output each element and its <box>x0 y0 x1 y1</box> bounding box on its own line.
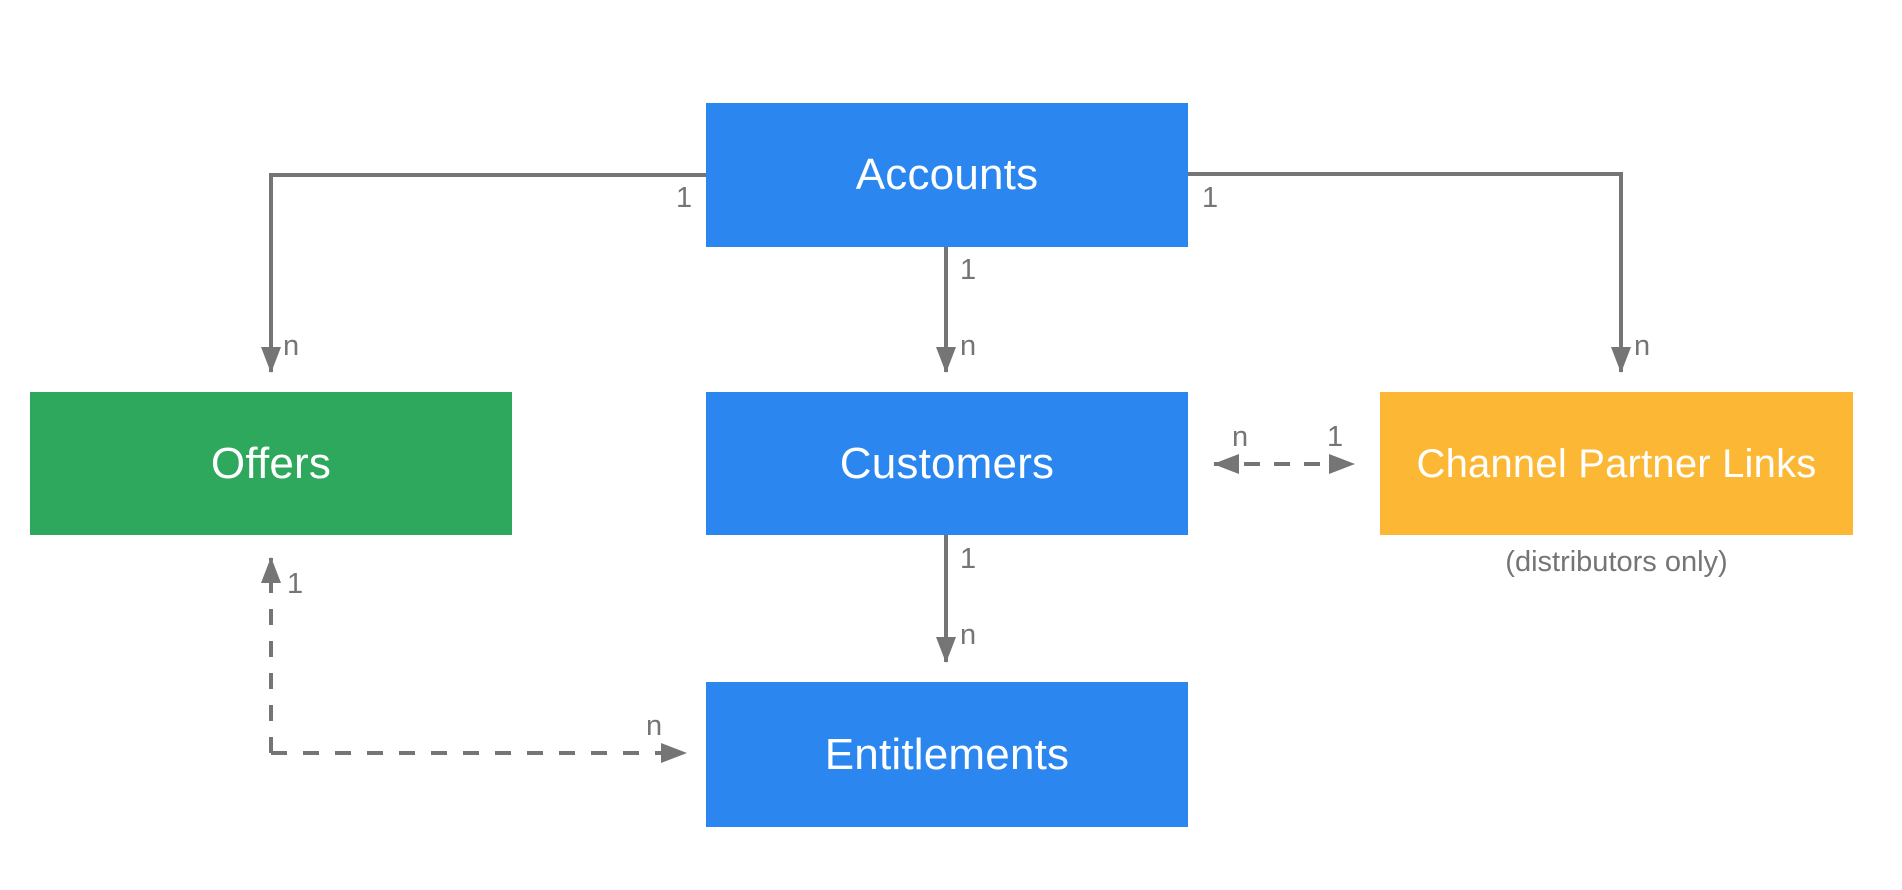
edge-accounts-offers <box>261 173 706 373</box>
node-offers-label: Offers <box>210 438 332 488</box>
edge-label-accounts-channel-partner-links-many: n <box>1634 330 1651 362</box>
edge-accounts-channel-partner-links <box>1188 172 1631 373</box>
edge-label-accounts-customers-many: n <box>960 330 977 362</box>
edge-label-customers-entitlements-many: n <box>960 619 977 651</box>
edge-label-offers-entitlements-many: n <box>646 710 663 742</box>
node-channel-partner-links-label: Channel Partner Links <box>1416 441 1817 486</box>
node-entitlements[interactable]: Entitlements <box>706 682 1188 827</box>
node-entitlements-label: Entitlements <box>824 729 1070 779</box>
edge-label-accounts-offers-many: n <box>283 330 300 362</box>
edge-label-customers-entitlements-one: 1 <box>960 543 977 575</box>
node-customers[interactable]: Customers <box>706 392 1188 535</box>
edge-label-accounts-channel-partner-links-one: 1 <box>1202 182 1219 214</box>
node-accounts-label: Accounts <box>855 150 1039 199</box>
edge-label-accounts-offers-one: 1 <box>676 182 693 214</box>
node-customers-label: Customers <box>839 438 1055 488</box>
edge-label-accounts-customers-one: 1 <box>960 254 977 286</box>
node-channel-partner-links[interactable]: Channel Partner Links <box>1380 392 1853 535</box>
node-accounts[interactable]: Accounts <box>706 103 1188 247</box>
node-channel-partner-links-caption: (distributors only) <box>1505 546 1728 578</box>
edge-label-offers-entitlements-one: 1 <box>287 568 304 600</box>
edge-label-customers-channel-partner-links-one: 1 <box>1327 421 1344 453</box>
node-offers[interactable]: Offers <box>30 392 512 535</box>
edge-label-customers-channel-partner-links-many: n <box>1232 421 1249 453</box>
